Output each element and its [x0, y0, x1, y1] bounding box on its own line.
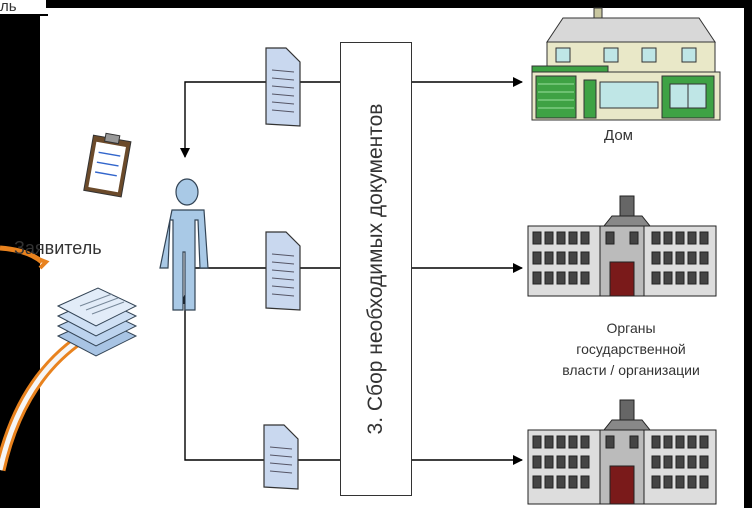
applicant-label: Заявитель — [14, 238, 102, 258]
document-icon — [263, 424, 299, 490]
stage-label: 3. Сбор необходимых документов — [364, 103, 387, 435]
authorities-label-line2: государственной — [576, 341, 686, 357]
right-dark-strip — [744, 0, 752, 508]
house-label: Дом — [604, 127, 633, 144]
person-icon — [159, 178, 209, 311]
top-dark-strip — [46, 0, 752, 8]
government-building-icon — [527, 399, 717, 505]
document-icon — [265, 47, 301, 127]
government-building-icon — [527, 195, 717, 297]
clipboard-icon — [83, 132, 132, 198]
authorities-label: Органы государственной власти / организа… — [518, 318, 744, 381]
authorities-label-line1: Органы — [606, 320, 656, 336]
top-left-fragment: ль — [0, 0, 17, 15]
document-icon — [265, 231, 301, 311]
orange-arrow-tip — [35, 256, 50, 270]
papers-stack-icon — [56, 287, 138, 357]
stage-box: 3. Сбор необходимых документов — [340, 42, 412, 496]
authorities-label-line3: власти / организации — [562, 362, 700, 378]
top-left-tab — [0, 0, 48, 14]
house-icon — [531, 7, 721, 121]
